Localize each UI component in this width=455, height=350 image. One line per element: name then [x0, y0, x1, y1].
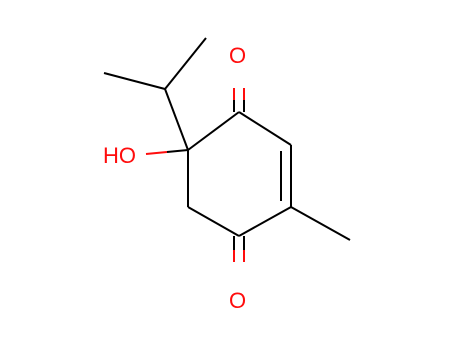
- hydroxyl-bond-c: [166, 149, 189, 153]
- hydroxyl-bond-o: [145, 151, 168, 155]
- ring-bond-c2-c3: [238, 111, 292, 146]
- ring-bond-c5-c6: [187, 206, 240, 237]
- isopropyl-methyl-bond-2: [103, 72, 166, 90]
- methyl-bond: [290, 206, 351, 241]
- hydroxyl-label: HO: [103, 143, 136, 168]
- oxygen-bottom-label: O: [229, 288, 246, 313]
- oxygen-top-label: O: [229, 43, 246, 68]
- ring-bond-c4-c5: [238, 206, 292, 237]
- ring-bond-c1-c2: [187, 111, 240, 151]
- isopropyl-methyl-bond-1: [164, 37, 207, 90]
- isopropyl-ring-bond: [164, 88, 189, 151]
